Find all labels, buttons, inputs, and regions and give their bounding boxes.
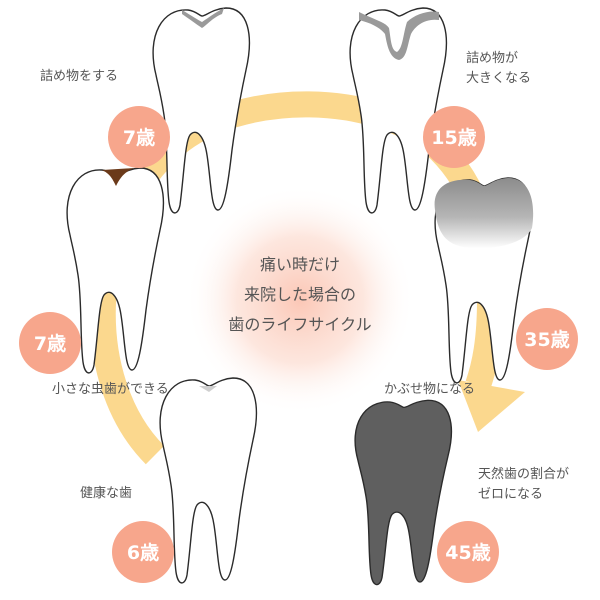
age-text: 35歳 [524,329,569,351]
age-badge-7-filling: 7歳 [108,106,170,168]
arrow-head [458,380,525,432]
label-lost-2: ゼロになる [478,487,543,502]
age-text: 7歳 [34,333,66,355]
tooth-lost [354,399,453,586]
age-text: 6歳 [127,542,159,564]
center-title-line-1: 痛い時だけ [260,255,340,274]
age-badge-7-cavity: 7歳 [19,312,81,374]
age-badge-6: 6歳 [112,521,174,583]
tooth-crown [434,177,534,384]
label-large-filling-2: 大きくなる [466,71,531,86]
age-badge-15: 15歳 [423,106,485,168]
age-badge-35: 35歳 [516,308,578,370]
label-small-cavity: 小さな虫歯ができる [52,382,169,397]
center-title-line-2: 来院した場合の [244,285,356,304]
label-crown: かぶせ物になる [384,382,475,397]
tooth-healthy [159,377,258,584]
age-text: 7歳 [123,127,155,149]
age-text: 15歳 [431,127,476,149]
label-filling: 詰め物をする [40,68,118,84]
center-glow [185,185,415,415]
label-healthy: 健康な歯 [80,485,132,501]
tooth-filling [152,7,251,214]
age-text: 45歳 [445,542,490,564]
label-large-filling-1: 詰め物が [466,50,518,66]
age-badge-45: 45歳 [437,521,499,583]
label-lost-1: 天然歯の割合が [478,466,569,482]
center-title-line-3: 歯のライフサイクル [228,315,371,334]
tooth-large-filling [349,7,448,214]
tooth-small-cavity [66,167,165,374]
